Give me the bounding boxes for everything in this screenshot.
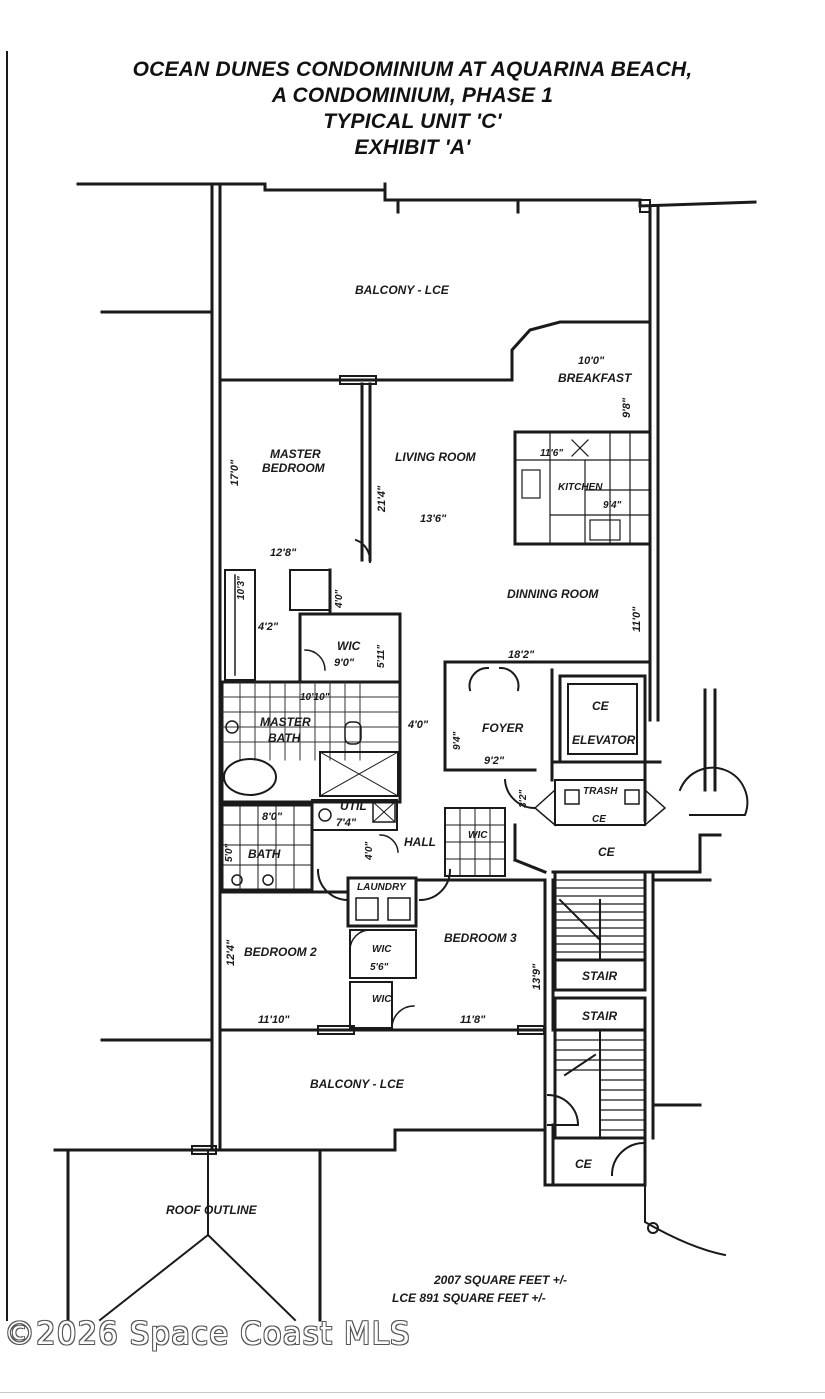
label-wic2: WIC: [372, 944, 392, 955]
label-wic3: WIC: [372, 994, 392, 1005]
label-balcony-bottom: BALCONY - LCE: [310, 1077, 405, 1091]
label-wic-dim: 9'0": [334, 657, 355, 669]
label-elevator-ce: CE: [592, 699, 610, 713]
label-bath-dim: 8'0": [262, 811, 283, 823]
label-bottom-ce: CE: [575, 1157, 593, 1171]
label-master-bath-1: MASTER: [260, 715, 311, 729]
label-bedroom3-h: 11'8": [460, 1014, 486, 1026]
label-living-room: LIVING ROOM: [395, 450, 477, 464]
label-master-bedroom-1: MASTER: [270, 447, 321, 461]
label-foyer-dim-v: 9'4": [452, 731, 463, 750]
label-util: UTIL: [340, 799, 367, 813]
label-dining-dim-h: 18'2": [508, 649, 535, 661]
label-wic-small: WIC: [468, 830, 488, 841]
label-elevator: ELEVATOR: [572, 733, 636, 747]
title-line-3: TYPICAL UNIT 'C': [323, 110, 502, 133]
area-note-2: LCE 891 SQUARE FEET +/-: [392, 1291, 546, 1305]
label-master-bath-dim: 10'10": [300, 692, 330, 703]
label-master-dim-h: 12'8": [270, 547, 297, 559]
watermark: ©2026 Space Coast MLS: [4, 1316, 411, 1352]
title-line-1: OCEAN DUNES CONDOMINIUM AT AQUARINA BEAC…: [132, 58, 693, 81]
label-living-dim-h: 13'6": [420, 513, 447, 525]
label-closet-dim3: 4'0": [334, 589, 345, 609]
bottom-divider: [0, 1392, 825, 1393]
label-master-bath-2: BATH: [268, 731, 301, 745]
label-wic: WIC: [337, 639, 361, 653]
label-hall-dim2: 4'0": [364, 841, 375, 861]
area-note-1: 2007 SQUARE FEET +/-: [433, 1273, 567, 1287]
label-foyer: FOYER: [482, 721, 524, 735]
label-stair-top: STAIR: [582, 969, 617, 983]
label-dining-dim-v: 11'0": [631, 606, 643, 632]
label-bath-side: 5'0": [224, 843, 235, 862]
label-bedroom3-v: 13'9": [531, 963, 543, 990]
label-kitchen-dim: 11'6": [540, 448, 563, 459]
label-breakfast-side: 9'8": [621, 397, 633, 418]
label-trash: TRASH: [583, 786, 618, 797]
label-kitchen: KITCHEN: [558, 482, 603, 493]
label-bedroom2-v: 12'4": [225, 939, 237, 966]
label-breakfast: BREAKFAST: [558, 371, 633, 385]
label-master-bedroom-2: BEDROOM: [262, 461, 326, 475]
label-stair-bottom: STAIR: [582, 1009, 617, 1023]
label-dining-room: DINNING ROOM: [507, 587, 599, 601]
label-ce-dim: 3'2": [518, 789, 529, 808]
label-closet-dim2: 4'2": [257, 621, 279, 633]
label-util-dim: 7'4": [336, 817, 357, 829]
label-closet-dim: 10'3": [236, 576, 247, 600]
label-wic2-dim: 5'6": [370, 962, 389, 973]
label-corridor-ce: CE: [598, 845, 616, 859]
label-bath: BATH: [248, 847, 281, 861]
label-master-dim-v: 17'0": [229, 459, 241, 486]
label-roof-outline: ROOF OUTLINE: [166, 1203, 258, 1217]
label-hall: HALL: [404, 835, 436, 849]
label-trash-ce: CE: [592, 814, 606, 825]
label-living-dim-v: 21'4": [376, 485, 388, 513]
label-balcony-top: BALCONY - LCE: [355, 283, 450, 297]
title-line-2: A CONDOMINIUM, PHASE 1: [271, 84, 554, 107]
label-bedroom2-h: 11'10": [258, 1014, 290, 1026]
title-line-4: EXHIBIT 'A': [354, 136, 471, 159]
label-laundry: LAUNDRY: [357, 882, 407, 893]
label-bedroom-3: BEDROOM 3: [444, 931, 517, 945]
label-foyer-dim-h: 9'2": [484, 755, 505, 767]
label-breakfast-dim: 10'0": [578, 355, 605, 367]
label-wic-dim2: 5'11": [376, 645, 387, 668]
label-bedroom-2: BEDROOM 2: [244, 945, 317, 959]
label-hall-dim: 4'0": [407, 719, 429, 731]
label-kitchen-side: 9'4": [603, 500, 622, 511]
